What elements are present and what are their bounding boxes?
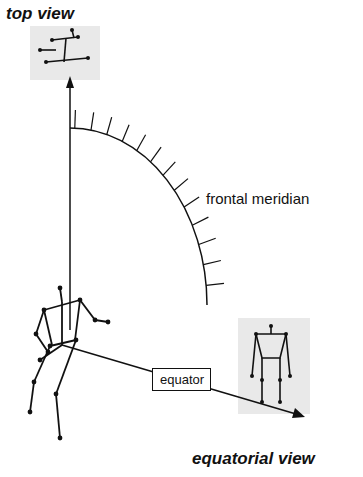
view-title: equatorial view	[192, 449, 315, 469]
arrow-head	[292, 408, 305, 418]
label-box: equator	[152, 368, 211, 391]
tick-mark	[151, 147, 162, 162]
top-view-figure	[40, 30, 88, 62]
tick-mark	[107, 117, 112, 134]
equatorial-joints	[250, 324, 292, 404]
view-title: top view	[6, 4, 74, 24]
arc-label: frontal meridian	[206, 190, 309, 207]
vertical-axis	[69, 84, 71, 330]
body-figure	[30, 288, 108, 438]
body-joints	[28, 286, 111, 441]
tick-mark	[206, 283, 224, 285]
equatorial-figure	[252, 326, 290, 402]
tick-mark	[174, 179, 188, 191]
tick-mark	[74, 110, 76, 128]
tick-mark	[203, 261, 221, 265]
frontal-meridian-arc	[70, 128, 207, 305]
top-view-joints	[38, 28, 90, 64]
arrow-head	[66, 76, 74, 88]
top-view-patch	[30, 26, 100, 80]
tick-mark	[163, 162, 175, 175]
tick-mark	[184, 197, 199, 207]
tick-mark	[91, 112, 94, 130]
tick-mark	[192, 217, 208, 225]
box-text: equator	[160, 373, 203, 387]
meridian-ticks	[75, 110, 224, 285]
tick-mark	[122, 125, 129, 142]
tick-mark	[199, 238, 216, 244]
tick-mark	[137, 135, 146, 151]
